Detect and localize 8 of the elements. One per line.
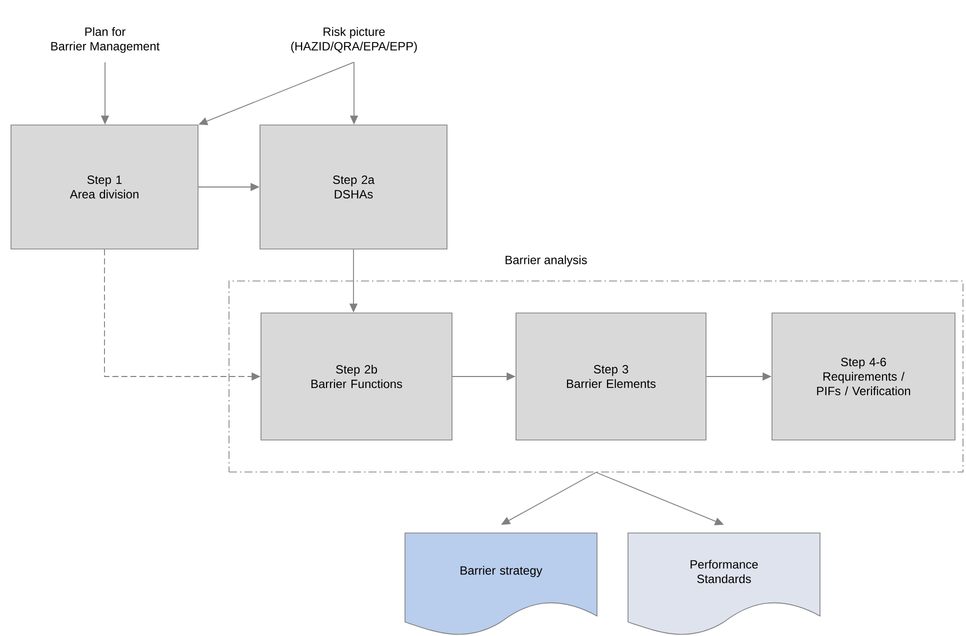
- process-box: Step 4-6 Requirements / PIFs / Verification: [772, 312, 956, 440]
- process-box: Step 3 Barrier Elements: [516, 312, 706, 440]
- process-box: Step 2a DSHAs: [260, 124, 448, 250]
- process-box: Step 1 Area division: [10, 124, 198, 250]
- process-box: Step 2b Barrier Functions: [260, 312, 452, 440]
- input-label: Risk picture (HAZID/QRA/EPA/EPP): [291, 27, 417, 53]
- node-label: Barrier analysis: [506, 255, 587, 267]
- input-label: Plan for Barrier Management: [51, 27, 160, 53]
